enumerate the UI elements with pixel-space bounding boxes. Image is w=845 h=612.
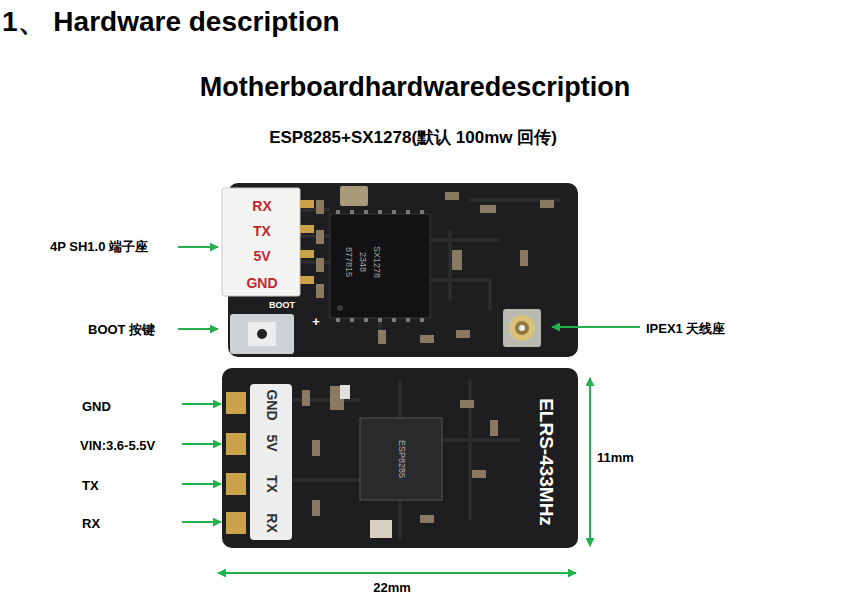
silkscreen-pin: GND (263, 389, 278, 420)
pin-label: RX (82, 517, 100, 531)
subheading: ESP8285+SX1278(默认 100mw 回传) (269, 129, 557, 148)
pin-name: GND (246, 276, 277, 291)
chip-marking: 877815 (343, 247, 353, 277)
page-title: 1、 Hardware description (2, 7, 340, 38)
leader-lines (178, 247, 640, 573)
pin-name: TX (253, 224, 271, 239)
silkscreen-text: ELRS-433MHz (536, 398, 557, 526)
pin-name: RX (252, 199, 271, 214)
part-label: BOOT 按键 (88, 323, 155, 337)
dimension: 11mm (597, 451, 634, 465)
silkscreen-text: + (312, 315, 320, 329)
chip-marking: 2348 (357, 252, 367, 272)
pin-name: 5V (253, 249, 270, 264)
pin-label: VIN:3.6-5.5V (80, 439, 155, 453)
bottom-board (222, 368, 578, 548)
chip-marking: SX1278 (371, 246, 381, 278)
dimension: 22mm (373, 581, 411, 595)
chip-marking: ESP8285 (396, 440, 406, 478)
silkscreen-pin: TX (263, 475, 278, 493)
top-board (222, 183, 578, 357)
part-label: 4P SH1.0 端子座 (50, 240, 148, 254)
part-label: IPEX1 天线座 (646, 322, 725, 336)
pin-label: GND (82, 400, 111, 414)
section-heading: Motherboardhardwaredescription (200, 73, 631, 103)
pin-label: TX (82, 479, 99, 493)
silkscreen-pin: 5V (263, 434, 278, 451)
silkscreen-pin: RX (263, 513, 278, 532)
silkscreen-text: BOOT (269, 301, 295, 311)
